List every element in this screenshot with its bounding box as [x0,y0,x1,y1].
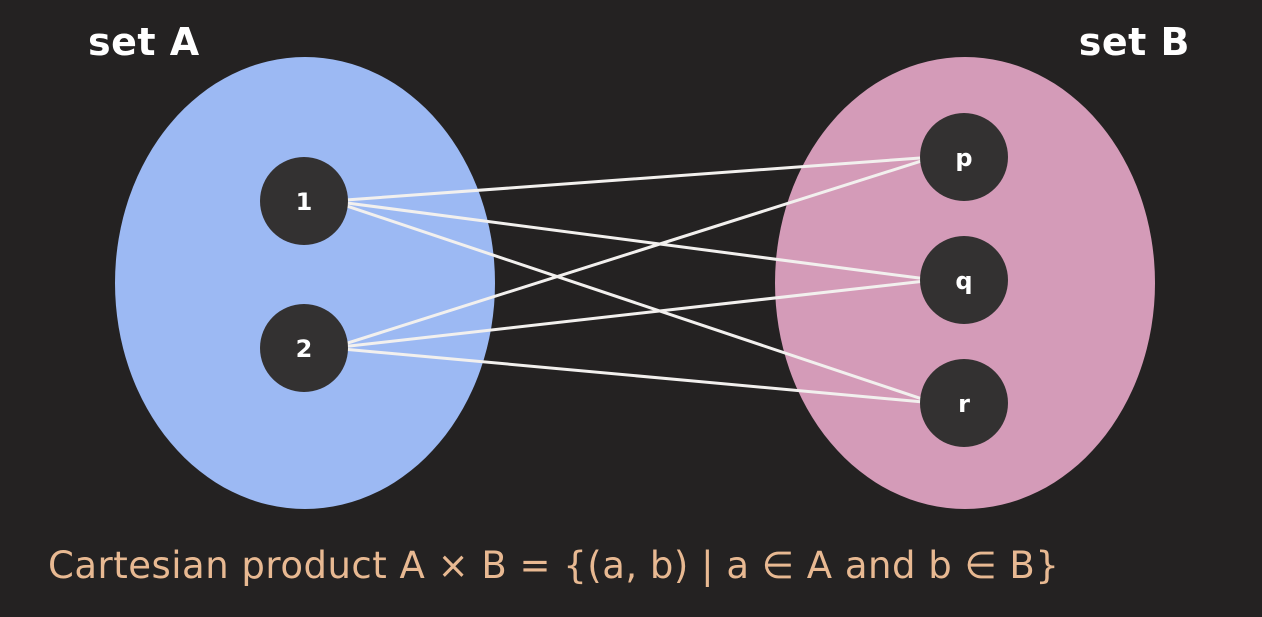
set-a-label: set A [88,20,200,64]
node-label-q: q [955,267,972,295]
edge-1-r [342,203,924,401]
set-b-label: set B [1078,20,1190,64]
node-q: q [920,236,1008,324]
edge-2-r [342,347,924,404]
node-circle-1 [260,157,348,245]
node-p: p [920,113,1008,201]
edge-1-p [342,156,924,202]
node-2: 2 [260,304,348,392]
node-r: r [920,359,1008,447]
node-circle-2 [260,304,348,392]
edge-2-q [342,279,924,349]
edge-2-p [342,159,924,346]
edge-1-q [342,201,924,280]
cartesian-product-formula: Cartesian product A × B = {(a, b) | a ∈ … [48,544,1060,587]
node-circle-p [920,113,1008,201]
edges [342,156,924,404]
node-circle-q [920,236,1008,324]
node-circle-r [920,359,1008,447]
nodes: 1 2 p q r [260,113,1008,447]
node-label-p: p [955,144,972,172]
node-1: 1 [260,157,348,245]
node-label-1: 1 [296,188,313,216]
node-label-2: 2 [296,335,313,363]
node-label-r: r [958,390,970,418]
set-a-ellipse [115,57,495,509]
